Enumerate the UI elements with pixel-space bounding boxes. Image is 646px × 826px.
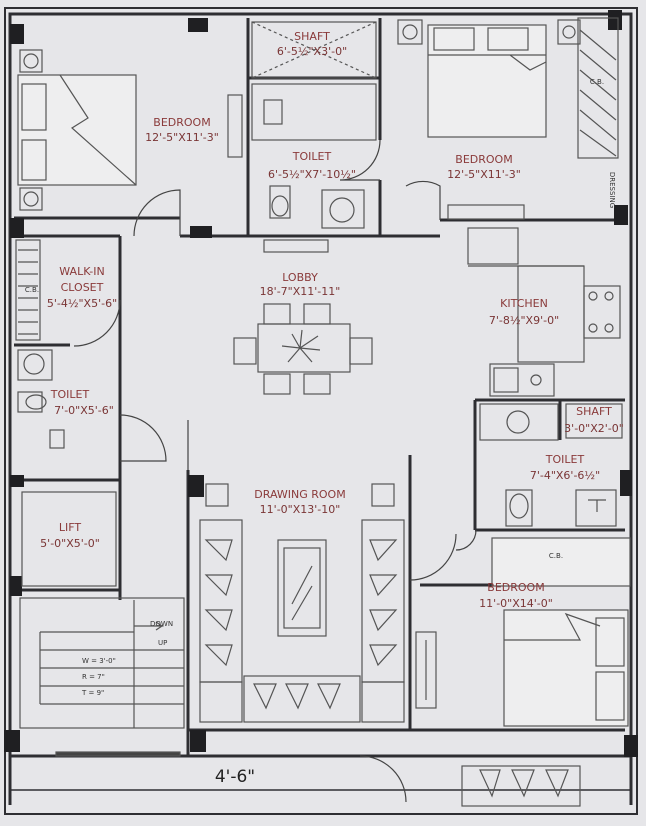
shaft-right-label: SHAFT bbox=[576, 405, 612, 418]
toilet-top-fixtures bbox=[251, 83, 377, 253]
balcony-dimension: 4'-6" bbox=[215, 767, 255, 787]
drawing-room-sofas bbox=[199, 483, 405, 723]
kitchen-fixtures bbox=[467, 227, 621, 397]
bedroom-bottom-right-label: BEDROOM bbox=[487, 581, 544, 594]
closet-label-line1: WALK-IN bbox=[59, 265, 104, 278]
shaft-right-dims: 3'-0"X2'-0" bbox=[564, 422, 624, 435]
bed-top-right bbox=[397, 19, 581, 220]
stair-riser: R = 7" bbox=[82, 673, 105, 681]
bed-top-left bbox=[17, 74, 137, 186]
drawing-room-dims: 11'-0"X13'-10" bbox=[260, 503, 341, 516]
bedroom-top-right-dims: 12'-5"X11'-3" bbox=[447, 168, 521, 181]
dining-table bbox=[233, 303, 373, 395]
toilet-left-fixtures bbox=[17, 349, 65, 449]
toilet-right-label: TOILET bbox=[545, 453, 585, 466]
balcony-sofa bbox=[461, 765, 581, 807]
bedroom-top-right-label: BEDROOM bbox=[455, 153, 512, 166]
kitchen-dims: 7'-8½"X9'-0" bbox=[489, 314, 559, 327]
toilet-left-dims: 7'-0"X5'-6" bbox=[54, 404, 114, 417]
toilet-top-dims: 6'-5½"X7'-10½" bbox=[268, 168, 356, 181]
door-swings bbox=[73, 139, 477, 803]
lift-dims: 5'-0"X5'-0" bbox=[40, 537, 100, 550]
staircase bbox=[19, 597, 185, 757]
drawing-room-label: DRAWING ROOM bbox=[254, 488, 345, 501]
bed-bottom-right bbox=[415, 537, 631, 727]
annotations: C.B. DRESSING C.B. C.B. DOWN UP W = 3'-0… bbox=[25, 78, 616, 787]
kitchen-label: KITCHEN bbox=[500, 297, 548, 310]
stair-down-label: DOWN bbox=[150, 620, 173, 628]
shaft-top bbox=[251, 21, 377, 79]
cb-top-right: C.B. bbox=[590, 78, 604, 86]
wardrobe-top-left bbox=[227, 94, 243, 158]
toilet-top-label: TOILET bbox=[292, 150, 332, 163]
lift-shaft bbox=[21, 491, 117, 587]
shaft-top-label: SHAFT bbox=[294, 30, 330, 43]
room-labels: BEDROOM 12'-5"X11'-3" SHAFT 6'-5½"X3'-0"… bbox=[40, 30, 624, 610]
bedroom-bottom-right-dims: 11'-0"X14'-0" bbox=[479, 597, 553, 610]
lift-label: LIFT bbox=[59, 521, 82, 534]
dressing-label: DRESSING bbox=[608, 172, 616, 208]
cb-bottom-right: C.B. bbox=[549, 552, 563, 560]
stair-up-label: UP bbox=[158, 639, 167, 647]
toilet-right-dims: 7'-4"X6'-6½" bbox=[530, 469, 600, 482]
lobby-dims: 18'-7"X11'-11" bbox=[260, 285, 341, 298]
closet-dims: 5'-4½"X5'-6" bbox=[47, 297, 117, 310]
stair-tread: T = 9" bbox=[81, 689, 104, 697]
toilet-left-label: TOILET bbox=[50, 388, 90, 401]
structural-columns bbox=[4, 10, 638, 757]
lobby-label: LOBBY bbox=[282, 271, 318, 284]
shaft-top-dims: 6'-5½"X3'-0" bbox=[277, 45, 347, 58]
side-table-top-left bbox=[19, 49, 43, 211]
cb-closet: C.B. bbox=[25, 286, 39, 294]
wardrobe-top-right bbox=[577, 17, 619, 159]
closet-label-line2: CLOSET bbox=[61, 281, 104, 294]
toilet-right-fixtures bbox=[479, 403, 623, 527]
walk-in-closet-fixtures bbox=[15, 239, 41, 341]
bedroom-top-left-label: BEDROOM bbox=[153, 116, 210, 129]
stair-width: W = 3'-0" bbox=[82, 657, 116, 665]
bedroom-top-left-dims: 12'-5"X11'-3" bbox=[145, 131, 219, 144]
